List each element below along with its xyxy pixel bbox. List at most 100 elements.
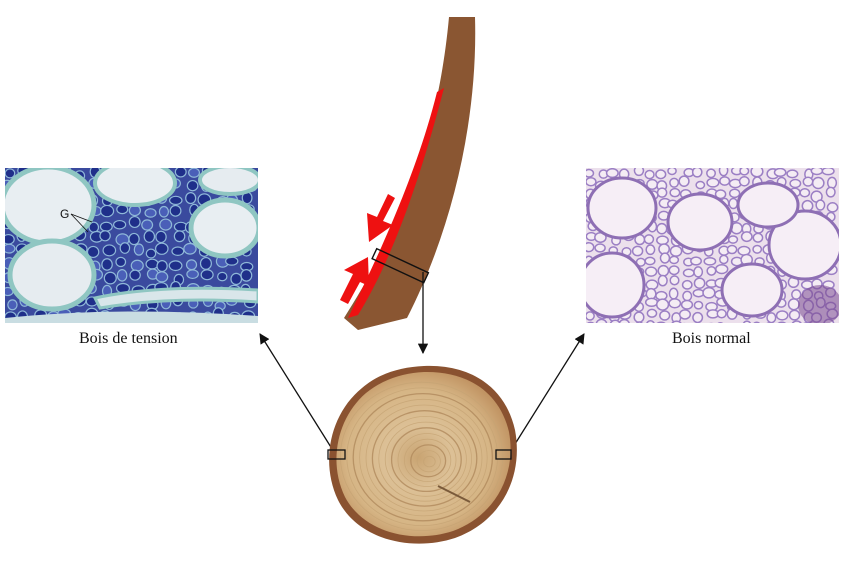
fibre-cell	[777, 321, 787, 323]
tension-wood-micrograph: G	[5, 168, 258, 323]
fibre-cell	[826, 176, 838, 190]
growth-ring	[371, 410, 478, 507]
fibre-cell	[5, 168, 16, 179]
fibre-cell	[644, 266, 658, 277]
fibre-cell	[727, 235, 739, 244]
fibre-cell	[719, 176, 731, 186]
fibre-cell	[183, 242, 197, 255]
fibre-cell	[657, 274, 668, 287]
growth-ring	[352, 392, 494, 522]
fibre-cell	[773, 168, 787, 178]
fibre-cell	[728, 197, 739, 210]
fibre-cell	[174, 168, 187, 178]
fibre-cell	[155, 271, 169, 283]
normal-sample-box	[495, 449, 512, 460]
fibre-cell	[680, 299, 694, 310]
fibre-cell	[595, 318, 608, 323]
tension-sample-box	[327, 449, 346, 460]
fibre-cell	[631, 245, 644, 257]
fibre-cell	[802, 176, 814, 187]
fibre-cell	[656, 321, 666, 323]
growth-ring	[410, 444, 447, 478]
fibre-cell	[7, 299, 18, 311]
fibre-cell	[821, 168, 835, 176]
tension-force-arrow	[340, 257, 369, 304]
fibre-cell	[742, 320, 752, 323]
fibre-cell	[656, 222, 668, 235]
fibre-cell	[119, 242, 131, 254]
growth-ring	[384, 421, 467, 497]
fibre-cell	[129, 269, 141, 281]
fibre-cell	[99, 221, 113, 232]
fibre-cell	[738, 176, 750, 187]
fibre-cell	[659, 310, 671, 321]
tension-wood-layer	[348, 88, 444, 318]
fibre-cell	[775, 310, 789, 321]
fibre-cell	[143, 230, 156, 243]
fibre-cell	[799, 188, 811, 198]
fibre-cell	[217, 271, 228, 282]
fibre-cell	[116, 268, 128, 282]
fibre-cell	[188, 168, 201, 178]
fibre-cell	[644, 169, 655, 180]
fibre-cell	[719, 254, 729, 265]
fibre-cell	[86, 245, 100, 259]
fibre-cell	[766, 312, 777, 323]
fibre-cell	[133, 243, 145, 256]
fibre-cell	[669, 245, 683, 257]
fibre-cell	[5, 233, 15, 245]
fibre-cell	[644, 297, 659, 308]
fibre-cell	[618, 318, 630, 323]
fibre-cell	[656, 187, 668, 198]
fibre-cell	[810, 168, 824, 176]
growth-ring	[340, 381, 504, 532]
fibre-cell	[667, 168, 677, 176]
fibre-cell	[156, 260, 168, 273]
fibre-cell	[718, 168, 729, 177]
fibre-cell	[144, 208, 157, 218]
growth-ring	[403, 438, 452, 482]
fibre-cell	[668, 265, 680, 276]
fibre-cell	[753, 321, 761, 323]
fibre-cell	[752, 244, 763, 254]
fibre-cell	[740, 231, 753, 243]
fibre-cell	[657, 264, 670, 277]
marker-pointer-line-2	[70, 213, 89, 233]
fibre-cell	[186, 269, 199, 280]
fibre-cell	[594, 243, 606, 253]
fibre-cell	[128, 232, 140, 246]
fibre-cell	[168, 195, 183, 206]
fibre-cell	[643, 234, 655, 245]
growth-rings	[340, 381, 504, 532]
fibre-cell	[693, 300, 704, 310]
fibre-cell	[145, 258, 159, 270]
fibre-cell	[671, 320, 682, 323]
fibre-cell	[728, 188, 741, 199]
fibre-cell	[605, 168, 619, 179]
fibre-cell	[706, 265, 717, 276]
fibre-cell	[737, 245, 751, 256]
growth-ring	[423, 455, 436, 468]
trunk-cross-section	[327, 365, 517, 544]
fibre-cell	[811, 176, 825, 190]
normal-wood-micrograph	[586, 168, 839, 323]
fibre-cell	[669, 177, 680, 188]
growth-ring	[365, 404, 483, 512]
fibre-cell	[702, 286, 716, 299]
fibre-cell	[155, 242, 169, 255]
fibre-cell	[200, 269, 214, 281]
fibre-cell	[726, 244, 738, 255]
fibre-cell	[682, 268, 695, 278]
fibre-cell	[230, 272, 243, 286]
fibre-cell	[586, 168, 595, 178]
fibre-cell	[669, 187, 681, 198]
fibre-cell	[635, 321, 643, 323]
fibre-cell	[169, 204, 182, 217]
fibre-cell	[240, 268, 253, 282]
fibre-cell	[656, 235, 669, 246]
fibre-cell	[825, 186, 836, 198]
fibre-cell	[586, 242, 595, 253]
fibre-cell	[100, 204, 115, 218]
fibre-cell	[5, 243, 16, 254]
fibre-cell	[717, 322, 724, 323]
